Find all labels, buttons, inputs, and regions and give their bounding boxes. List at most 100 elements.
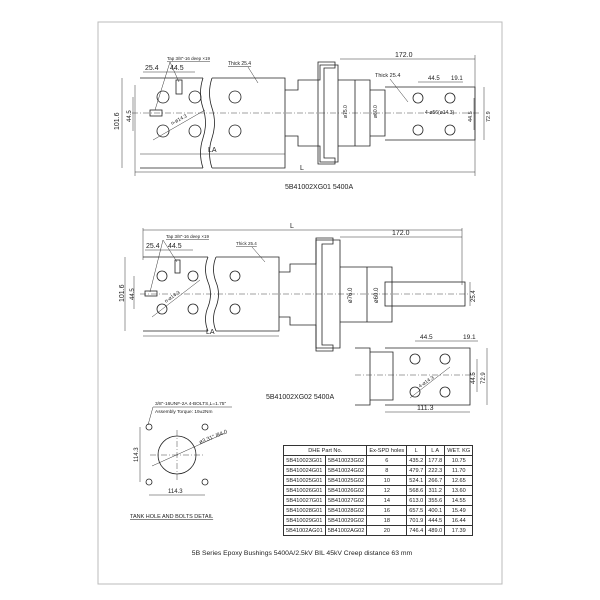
cell-LA: 311.2: [425, 485, 446, 496]
dim-L: L: [290, 223, 294, 230]
cell-part-no-g02: 5B41002AG02: [324, 525, 368, 536]
cell-L: 568.6: [406, 485, 427, 496]
cell-holes: 6: [366, 455, 408, 466]
dia-outer-label: ø75.0: [343, 105, 349, 118]
bushing-flange: [317, 61, 336, 165]
dim-L: L: [300, 165, 304, 172]
cell-weight: 14.55: [444, 495, 474, 506]
cell-LA: 489.0: [425, 525, 446, 536]
thick-note-right: Thick 25.4: [375, 73, 400, 79]
dia-inner-label: ø60.0: [373, 105, 379, 118]
tank-detail-title: TANK HOLE AND BOLTS DETAIL: [130, 514, 213, 520]
stud-dim-25-4: 25.4: [471, 290, 477, 302]
tapped-hole: [144, 290, 158, 297]
cell-part-no-g02: 5B410024G02: [324, 465, 368, 476]
drawing-2: n-ø14.3 ø76.0 ø60.0 25.4 L 172.0 LA 101.…: [119, 223, 488, 413]
plate-dim-44-5-h: 44.5: [428, 76, 440, 82]
cell-weight: 13.60: [444, 485, 474, 496]
cell-L: 435.2: [406, 455, 427, 466]
dim-44-5-v: 44.5: [130, 288, 136, 300]
cell-part-no-g01: 5B410026G01: [283, 485, 326, 496]
cell-part-no-g01: 5B410025G01: [283, 475, 326, 486]
plate-dim-44-5-h: 44.5: [420, 334, 433, 341]
tap-note: Tap 3/8"-16 deep ×19: [167, 56, 211, 61]
cell-part-no-g01: 5B41002AG01: [283, 525, 326, 536]
drawing-1-caption: 5B41002XG01 5400A: [285, 184, 353, 191]
cell-LA: 400.1: [425, 505, 446, 516]
dim-114-3-h: 114.3: [168, 489, 183, 495]
cell-LA: 222.3: [425, 465, 446, 476]
tapped-hole: [174, 259, 181, 274]
dim-25-4: 25.4: [145, 65, 159, 72]
bolt-hole: [145, 423, 153, 431]
cell-L: 746.4: [406, 525, 427, 536]
header-LA: L A: [425, 445, 446, 456]
cell-holes: 12: [366, 485, 408, 496]
bushing-shank: [338, 79, 386, 147]
cell-LA: 355.6: [425, 495, 446, 506]
cell-LA: 266.7: [425, 475, 446, 486]
dim-44-5-h: 44.5: [168, 243, 182, 250]
dim-101-6: 101.6: [114, 112, 121, 130]
footer-caption: 5B Series Epoxy Bushings 5400A/2.5kV BIL…: [192, 550, 413, 557]
terminal-bar: [143, 256, 280, 332]
cell-L: 524.1: [406, 475, 427, 486]
cell-part-no-g02: 5B410027G02: [324, 495, 368, 506]
dia-inner-label: ø60.0: [374, 287, 380, 303]
thick-note-left: Thick 25.4: [228, 61, 251, 67]
cell-holes: 16: [366, 505, 408, 516]
dia-outer-label: ø76.0: [348, 287, 354, 303]
parts-table: DHE Part No. Ex-SPD holes L L A WET. KG …: [282, 445, 474, 536]
tank-hole-detail: 3/8"-16UNF-2A 4-BOLTS,L=1.75" Assembly T…: [130, 401, 232, 520]
cell-part-no-g01: 5B410028G01: [283, 505, 326, 516]
plate-holes: [409, 353, 451, 398]
table-header-row: DHE Part No. Ex-SPD holes L L A WET. KG: [282, 445, 474, 456]
dim-172: 172.0: [395, 52, 413, 59]
cell-weight: 16.44: [444, 515, 474, 526]
cell-L: 657.5: [406, 505, 427, 516]
terminal-stud: [384, 281, 466, 307]
bolt-hole: [201, 423, 209, 431]
cell-part-no-g02: 5B410029G02: [324, 515, 368, 526]
header-holes: Ex-SPD holes: [366, 445, 408, 456]
plate-dim-19-1: 19.1: [463, 334, 476, 341]
terminal-plate-detail: [355, 347, 471, 406]
bolt-hole: [201, 478, 209, 486]
cell-L: 613.0: [406, 495, 427, 506]
bushing-shank: [340, 266, 393, 323]
plate-dim-44-5-v: 44.5: [468, 111, 474, 122]
cell-weight: 12.65: [444, 475, 474, 486]
cell-L: 479.7: [406, 465, 427, 476]
dim-172: 172.0: [392, 230, 410, 237]
drawing-1: n-ø14.3 ø75.0 ø60.0 L LA 172.0 101.6 44.…: [114, 52, 492, 191]
cell-part-no-g01: 5B410024G01: [283, 465, 326, 476]
plate-dim-44-5-v: 44.5: [471, 372, 477, 384]
dim-LA: LA: [208, 147, 217, 154]
cell-weight: 15.49: [444, 505, 474, 516]
cell-part-no-g02: 5B410026G02: [324, 485, 368, 496]
dim-25-4: 25.4: [146, 243, 160, 250]
cell-holes: 14: [366, 495, 408, 506]
thick-note: Thick 25.4: [236, 241, 257, 246]
plate-dim-19-1: 19.1: [451, 76, 463, 82]
header-L: L: [406, 445, 427, 456]
dim-114-3-v: 114.3: [134, 447, 140, 462]
cell-holes: 10: [366, 475, 408, 486]
dim-44-5-h: 44.5: [170, 65, 184, 72]
cell-LA: 177.8: [425, 455, 446, 466]
cell-part-no-g02: 5B410025G02: [324, 475, 368, 486]
plate-dim-111-3: 111.3: [417, 405, 434, 412]
bolt-hole: [145, 478, 153, 486]
cell-holes: 18: [366, 515, 408, 526]
cell-holes: 20: [366, 525, 408, 536]
bolt-note: 3/8"-16UNF-2A 4-BOLTS,L=1.75": [155, 401, 226, 407]
cell-part-no-g02: 5B410028G02: [324, 505, 368, 516]
bar-holes: [156, 270, 241, 315]
break-line: [200, 77, 215, 169]
